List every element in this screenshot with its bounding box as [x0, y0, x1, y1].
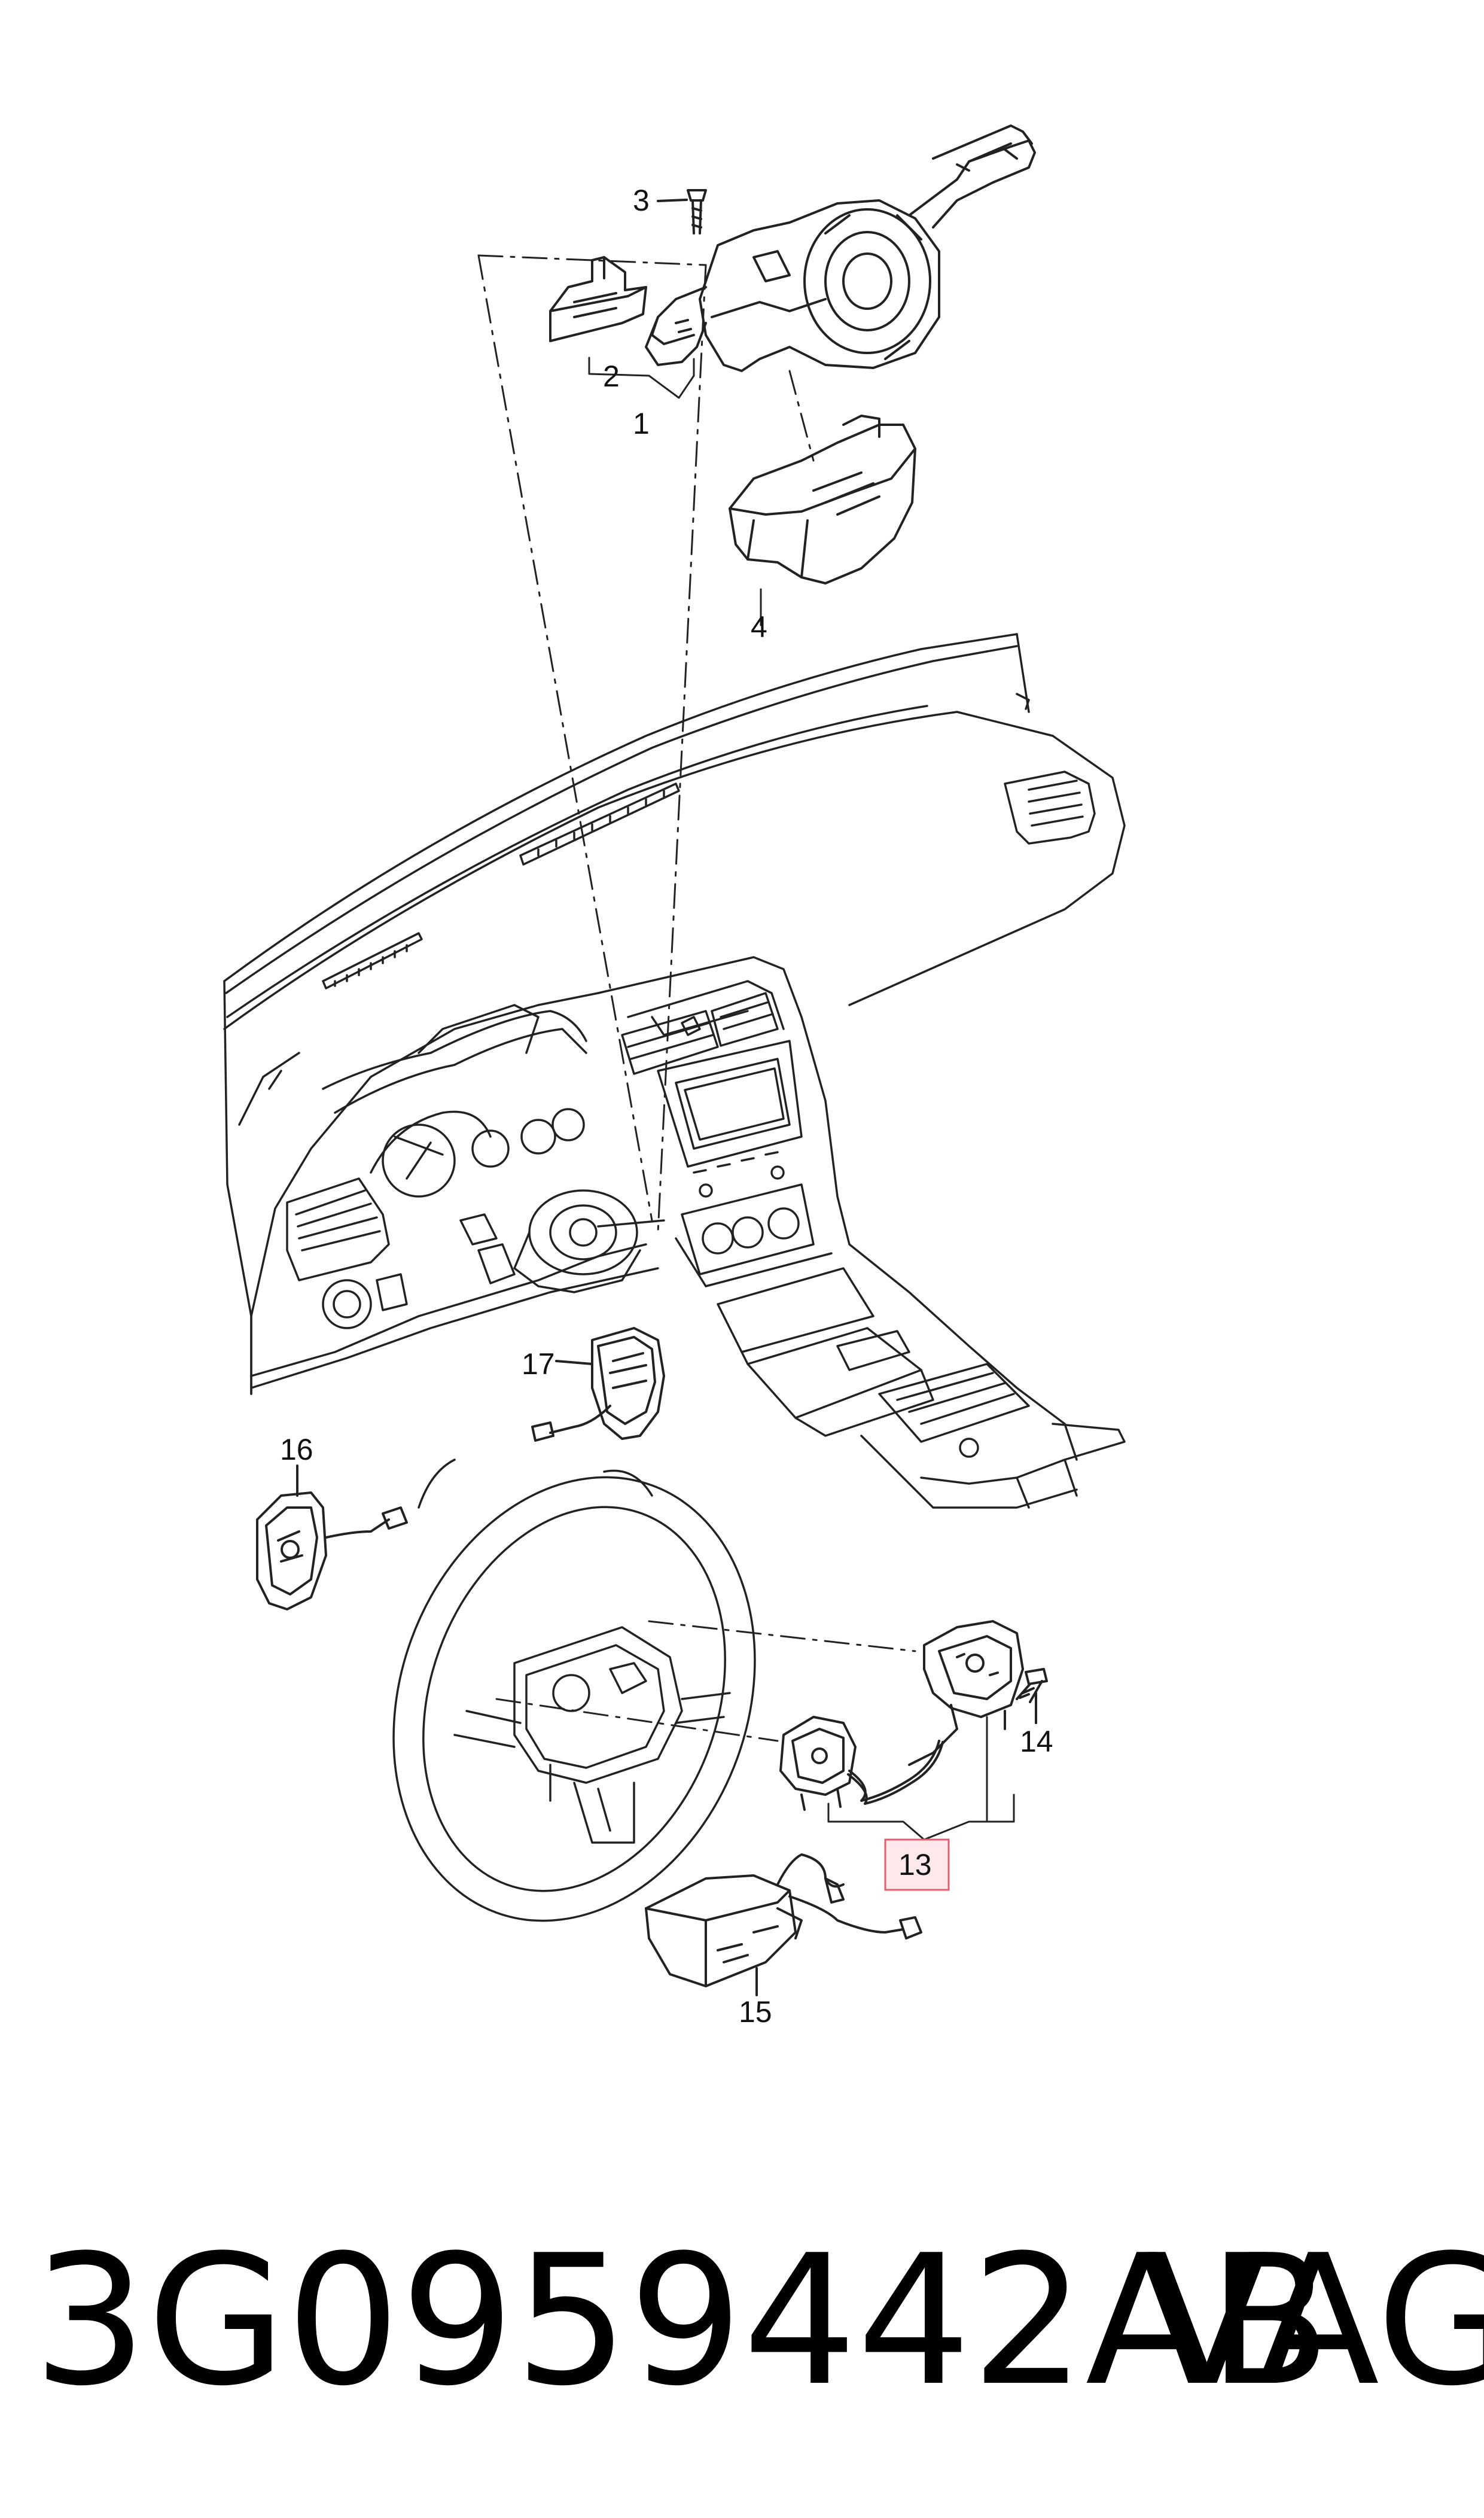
steering-column-switch-group — [477, 124, 1036, 1234]
screw-part-3 — [657, 189, 707, 235]
callout-1: 1 — [633, 407, 650, 440]
callout-17: 17 — [522, 1347, 555, 1381]
multifunction-switch-left-part-13 — [779, 1716, 944, 1811]
callout-16: 16 — [280, 1433, 313, 1466]
callout-14: 14 — [1020, 1725, 1053, 1758]
button-module-part-16 — [256, 1464, 408, 1610]
reference-line-right-button — [648, 1620, 916, 1652]
bracket-leader-1 — [588, 357, 695, 399]
callout-13: 13 — [898, 1848, 932, 1881]
assembly-reference-line-left — [477, 254, 707, 266]
brand-label: VAG — [1145, 2216, 1484, 2425]
assembly-reference-line-right — [657, 264, 707, 1234]
control-module-part-15 — [645, 1853, 922, 1996]
dashboard-illustration — [223, 633, 1126, 1509]
multifunction-switch-right-part-13 — [908, 1620, 1024, 1766]
callout-4: 4 — [751, 610, 767, 644]
callout-15: 15 — [739, 1995, 772, 2029]
button-module-part-17 — [531, 1327, 665, 1442]
combination-switch-part-1 — [645, 124, 1036, 372]
callout-13-highlight-box — [884, 1838, 950, 1891]
callout-labels: 1 2 3 4 13 14 15 16 17 — [280, 184, 1053, 2029]
assembly-reference-line-left-vertical — [477, 254, 653, 1222]
steering-wheel-illustration — [392, 1459, 756, 1922]
assembly-reference-line-to-trim — [788, 370, 815, 462]
column-trim-part-4 — [729, 415, 916, 584]
switch-module-part-2 — [549, 256, 647, 342]
part-number-label: 3G0959442AB — [33, 2216, 1331, 2425]
callout-3: 3 — [633, 184, 650, 217]
reference-line-left-button — [495, 1698, 779, 1742]
callout-2: 2 — [603, 360, 620, 393]
screw-part-14 — [1016, 1668, 1048, 1724]
